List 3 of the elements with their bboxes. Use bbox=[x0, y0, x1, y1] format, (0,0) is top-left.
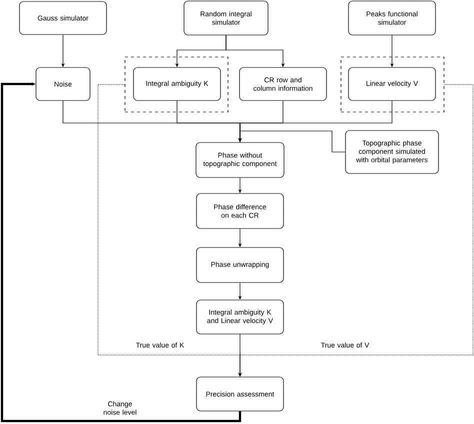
dashed-group-box bbox=[124, 56, 228, 112]
dashed-group-box bbox=[340, 56, 444, 112]
arrow bbox=[0, 82, 242, 422]
